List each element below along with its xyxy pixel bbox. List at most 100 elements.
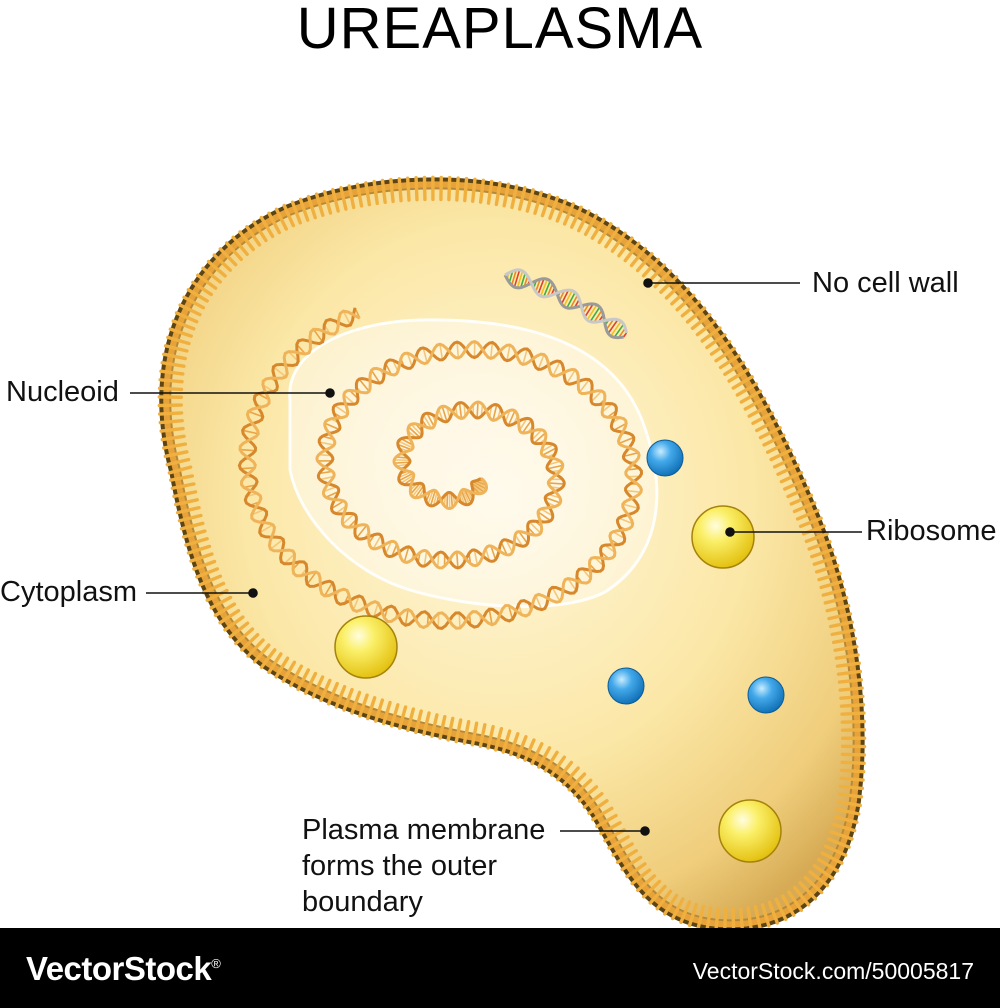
membrane-tick <box>549 755 567 777</box>
membrane-tick <box>828 620 854 629</box>
membrane-tick <box>835 661 861 668</box>
dna-base-pair <box>623 451 639 458</box>
membrane-tick <box>414 709 423 735</box>
membrane-tick <box>714 346 737 363</box>
membrane-tick <box>798 881 818 901</box>
dna-base-pair <box>625 489 641 494</box>
membrane-tick <box>252 643 271 664</box>
membrane-tick <box>314 192 325 217</box>
dna-base-pair <box>400 474 415 484</box>
membrane-tick <box>159 369 185 376</box>
membrane-tick <box>162 352 187 361</box>
membrane-tick <box>786 486 810 499</box>
membrane-tick <box>567 772 587 792</box>
membrane-tick <box>823 595 849 605</box>
membrane-tick <box>798 516 823 529</box>
stock-id: VectorStock.com/50005817 <box>692 958 974 984</box>
membrane-tick <box>390 703 400 728</box>
membrane-tick <box>727 367 750 383</box>
dna-base-pair <box>488 609 493 625</box>
dna-base-pair <box>476 401 479 419</box>
dna-base-pair <box>272 366 287 378</box>
membrane-tick <box>159 426 185 433</box>
dna-base-pair <box>533 432 546 444</box>
dna-base-pair <box>400 438 414 446</box>
membrane-tick <box>625 862 647 879</box>
membrane-tick <box>501 729 512 754</box>
membrane-tick <box>810 547 835 559</box>
membrane-tick <box>326 681 339 706</box>
membrane-tick <box>470 721 479 747</box>
dna-base-pair <box>490 545 497 560</box>
membrane-tick <box>723 907 728 928</box>
label-plasma-membrane-line2: forms the outer <box>302 850 498 882</box>
membrane-tick <box>462 719 471 745</box>
dna-base-pair <box>507 605 514 620</box>
dna-base-pair <box>514 534 524 547</box>
membrane-tick <box>218 609 241 625</box>
membrane-tick <box>494 726 504 752</box>
dna-base-pair <box>283 553 296 565</box>
dna-base-pair <box>537 278 545 295</box>
membrane-tick <box>322 190 333 215</box>
membrane-tick <box>224 241 244 262</box>
membrane-tick <box>561 766 580 787</box>
membrane-tick <box>298 197 310 222</box>
membrane-tick <box>422 711 431 737</box>
dna-base-pair <box>593 310 603 323</box>
membrane-tick <box>840 752 867 757</box>
membrane-tick <box>607 835 630 850</box>
membrane-tick <box>355 182 364 208</box>
dna-base-pair <box>411 483 423 498</box>
dna-base-pair <box>358 378 370 392</box>
membrane-tick <box>827 612 853 621</box>
dna-base-pair <box>518 531 529 544</box>
dna-base-pair <box>456 342 460 359</box>
membrane-tick <box>218 247 238 267</box>
dna-base-pair <box>270 538 284 550</box>
brand-name: VectorStock <box>26 950 212 987</box>
membrane-tick <box>718 353 741 370</box>
membrane-tick <box>342 687 354 712</box>
dna-base-pair <box>607 319 619 334</box>
membrane-tick <box>502 182 511 208</box>
membrane-tick <box>595 813 618 829</box>
ribosome-blue-2 <box>607 667 645 705</box>
membrane-tick <box>259 215 275 239</box>
membrane-tick <box>604 226 620 249</box>
membrane-tick <box>758 426 782 440</box>
membrane-tick <box>807 540 832 551</box>
dna-base-pair <box>540 443 554 453</box>
membrane-tick <box>175 505 201 515</box>
membrane-tick <box>382 700 392 726</box>
membrane-tick <box>177 513 203 523</box>
dna-base-pair <box>426 412 435 427</box>
membrane-tick <box>311 675 325 699</box>
dna-base-pair <box>248 410 264 418</box>
dna-base-pair <box>306 571 317 585</box>
membrane-tick <box>160 434 186 442</box>
dna-base-pair <box>563 290 573 307</box>
dna-base-pair <box>569 294 579 309</box>
membrane-tick <box>537 746 552 769</box>
dna-base-pair <box>406 352 414 368</box>
membrane-tick <box>653 269 673 289</box>
membrane-tick <box>398 705 408 730</box>
membrane-tick <box>767 900 780 925</box>
membrane-tick <box>587 798 609 815</box>
dna-base-pair <box>372 602 379 618</box>
membrane-tick <box>206 259 227 278</box>
membrane-tick <box>610 231 627 253</box>
membrane-tick <box>812 555 837 566</box>
membrane-tick <box>169 474 195 482</box>
membrane-tick <box>760 903 771 928</box>
membrane-tick <box>174 311 199 324</box>
membrane-protein-ticks <box>157 175 867 928</box>
dna-base-pair <box>618 517 633 525</box>
membrane-tick <box>555 198 568 223</box>
dna-base-pair <box>312 328 324 343</box>
dna-base-pair <box>439 344 444 360</box>
membrane-tick <box>787 890 804 913</box>
membrane-tick <box>389 177 395 204</box>
membrane-tick <box>162 442 188 450</box>
